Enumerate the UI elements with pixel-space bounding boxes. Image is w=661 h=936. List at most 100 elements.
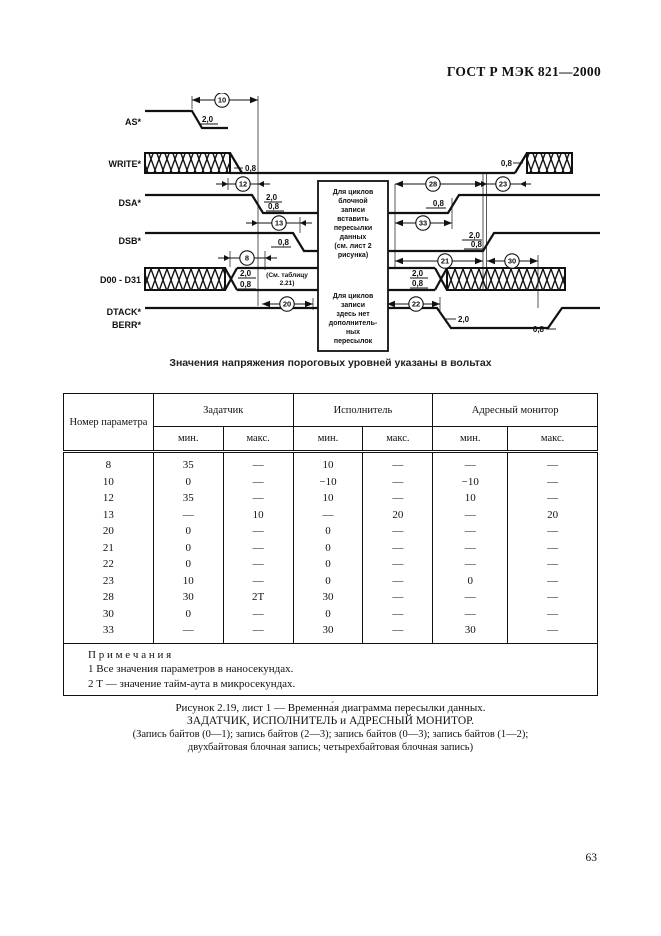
signal-label-write: WRITE* [109,159,142,169]
value-cell: — [362,451,434,474]
box-note-line: рисунка) [338,252,368,259]
value-cell: 0 [152,473,224,490]
callout-12: 12 [235,176,251,192]
value-cell: 20 [507,506,598,523]
as-trace: 2,0 [145,109,228,130]
box-note-line: записи [341,207,365,214]
value-cell: 0 [292,539,364,556]
signal-label-data: D00 - D31 [100,275,141,285]
box-note-line: данных [340,234,367,241]
annotation-box: Для циклов блочной записи вставить перес… [317,180,389,352]
value-cell: 30 [292,589,364,606]
value-cell: — [507,572,598,589]
value-cell: 10 [292,490,364,507]
threshold-label: 2,0 [458,315,470,324]
value-cell: — [362,539,434,556]
value-cell: — [507,490,598,507]
callout-33: 33 [415,215,431,231]
value-cell: −10 [292,473,364,490]
value-cell: — [507,539,598,556]
box-note-line: (см. лист 2 [334,243,371,250]
value-cell: 10 [292,451,364,474]
value-cell: — [362,556,434,573]
figure-caption-line: (Запись байтов (0—1); запись байтов (2—3… [132,729,529,740]
svg-text:22: 22 [412,300,420,309]
callout-10: 10 [214,92,230,108]
callout-22: 22 [408,296,424,312]
figure-caption: Рисунок 2.19, лист 1 — Временна́я диагра… [0,702,661,754]
value-cell: — [222,605,294,622]
see-table-note: 2.21) [280,280,295,287]
table-row: 33——30—30— [63,622,598,643]
param-number-cell: 12 [63,490,154,507]
box-note-line: Для циклов [333,293,374,300]
value-cell: 0 [152,605,224,622]
column-group-monitor: Адресный монитор [432,393,598,427]
value-cell: 2T [222,589,294,606]
value-cell: 0 [292,605,364,622]
value-cell: 0 [292,572,364,589]
svg-text:30: 30 [508,257,516,266]
value-cell: 0 [152,523,224,540]
table-subheader-row: мин. макс. мин. макс. мин. макс. [64,426,598,453]
value-cell: — [507,451,598,474]
threshold-label: 0,8 [533,325,545,334]
box-note-line: вставить [337,216,369,223]
svg-text:8: 8 [245,254,249,263]
value-cell: — [507,622,598,643]
value-cell: — [432,523,509,540]
callout-28: 28 [425,176,441,192]
value-cell: — [222,473,294,490]
value-cell: — [222,490,294,507]
threshold-label: 0,8 [501,159,513,168]
box-note-line: пересылки [334,225,372,232]
threshold-label: 0,8 [240,280,252,289]
value-cell: — [432,451,509,474]
value-cell: — [507,605,598,622]
callout-13: 13 [271,215,287,231]
value-cell: — [222,572,294,589]
svg-text:20: 20 [283,300,291,309]
callout-30: 30 [504,253,520,269]
write-hatch-right [526,152,573,174]
signal-label-dsa: DSA* [118,198,141,208]
value-cell: — [432,589,509,606]
param-number-cell: 28 [63,589,154,606]
value-cell: 0 [432,572,509,589]
box-note-line: записи [341,302,365,309]
param-number-cell: 21 [63,539,154,556]
data-hatch-left [144,267,226,291]
parameter-callouts: 10 12 28 23 13 33 8 21 30 20 22 [214,92,520,312]
value-cell: 35 [152,451,224,474]
threshold-label: 2,0 [412,269,424,278]
signal-label-dsb: DSB* [118,236,141,246]
value-cell: 0 [292,523,364,540]
notes-row: П р и м е ч а н и я 1 Все значения парам… [63,642,598,696]
threshold-label: 2,0 [240,269,252,278]
signal-label-dtack: DTACK* [107,307,142,317]
box-note-line: дополнитель- [329,320,378,327]
value-cell: — [362,589,434,606]
svg-text:12: 12 [239,180,247,189]
threshold-label: 0,8 [268,202,280,211]
value-cell: 30 [292,622,364,643]
notes-title: П р и м е ч а н и я [88,648,172,661]
value-cell: — [432,539,509,556]
threshold-label: 2,0 [202,115,214,124]
value-cell: — [362,523,434,540]
column-header-min: мин. [152,426,224,453]
param-number-cell: 13 [63,506,154,523]
table-header-row: Номер параметра Задатчик Исполнитель Адр… [63,393,598,453]
value-cell: — [152,506,224,523]
value-cell: 30 [152,589,224,606]
note-item: 1 Все значения параметров в наносекундах… [88,663,294,675]
value-cell: — [152,622,224,643]
parameter-table: Номер параметра Задатчик Исполнитель Адр… [63,393,598,696]
